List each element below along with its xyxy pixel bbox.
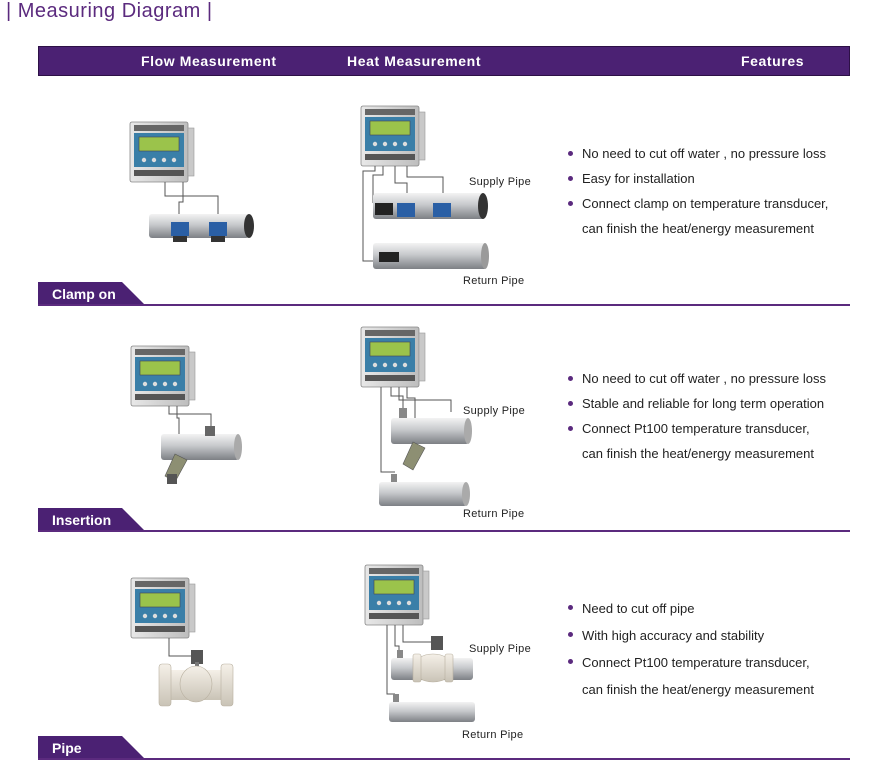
clamp-on-heat-figure [360, 105, 489, 269]
section-tag-clamp-on: Clamp on [38, 282, 146, 306]
bullet-icon [568, 632, 573, 637]
flow-measurement-header: Flow Measurement [141, 53, 277, 69]
section-tag-insertion: Insertion [38, 508, 146, 532]
feature-item-continued: can finish the heat/energy measurement [582, 221, 814, 236]
clamp-on-flow-figure [129, 121, 254, 242]
feature-item-continued: can finish the heat/energy measurement [582, 446, 814, 461]
feature-item-continued: can finish the heat/energy measurement [582, 682, 814, 697]
supply-pipe-label: Supply Pipe [463, 405, 526, 417]
bullet-icon [568, 605, 573, 610]
bullet-icon [568, 376, 573, 381]
pipe-heat-figure [364, 564, 475, 722]
feature-item: Connect Pt100 temperature transducer, [568, 416, 826, 441]
feature-item: Stable and reliable for long term operat… [568, 391, 826, 416]
bullet-icon [568, 401, 573, 406]
insertion-heat-figure [360, 326, 472, 506]
section-divider [38, 530, 850, 532]
feature-item: No need to cut off water , no pressure l… [568, 366, 826, 391]
return-pipe-label: Return Pipe [463, 508, 525, 520]
insertion-features: No need to cut off water , no pressure l… [568, 366, 826, 466]
feature-item: Connect Pt100 temperature transducer, [568, 649, 814, 676]
feature-item: Easy for installation [568, 166, 828, 191]
bullet-icon [568, 426, 573, 431]
features-header: Features [741, 53, 805, 69]
bullet-icon [568, 201, 573, 206]
clamp-on-features: No need to cut off water , no pressure l… [568, 141, 828, 241]
feature-item: Need to cut off pipe [568, 595, 814, 622]
supply-pipe-label: Supply Pipe [469, 643, 532, 655]
bullet-icon [568, 659, 573, 664]
supply-pipe-label: Supply Pipe [469, 176, 532, 188]
bullet-icon [568, 151, 573, 156]
bullet-icon [568, 176, 573, 181]
table-header: Flow Measurement Heat Measurement Featur… [38, 46, 850, 76]
pipe-features: Need to cut off pipe With high accuracy … [568, 595, 814, 703]
pipe-flow-figure [130, 577, 234, 707]
feature-item: With high accuracy and stability [568, 622, 814, 649]
page-title: | Measuring Diagram | [6, 0, 213, 22]
feature-item: No need to cut off water , no pressure l… [568, 141, 828, 166]
section-divider [38, 758, 850, 760]
return-pipe-label: Return Pipe [462, 729, 524, 741]
feature-item: Connect clamp on temperature transducer, [568, 191, 828, 216]
section-divider [38, 304, 850, 306]
heat-measurement-header: Heat Measurement [347, 53, 482, 69]
return-pipe-label: Return Pipe [463, 275, 525, 287]
insertion-flow-figure [130, 345, 242, 484]
section-tag-pipe: Pipe [38, 736, 146, 760]
